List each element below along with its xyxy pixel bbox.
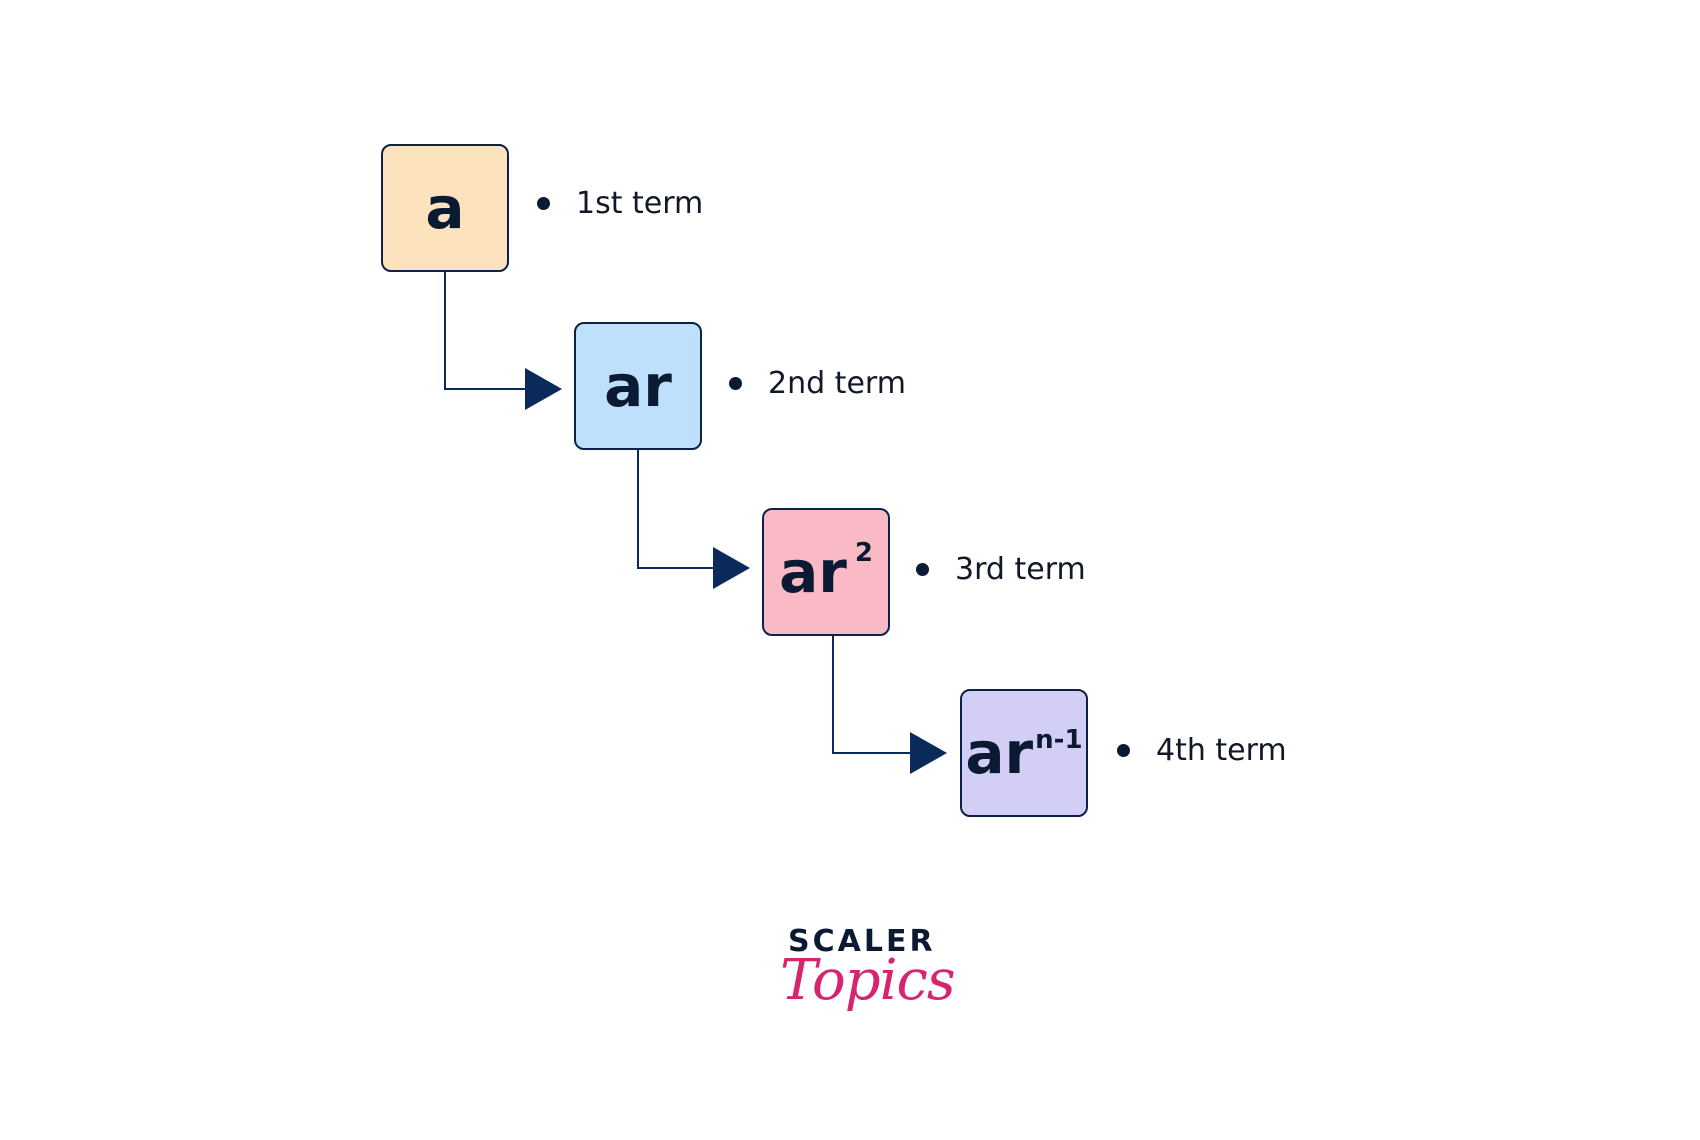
term-expression-exponent: n-1 — [1035, 725, 1083, 755]
bullet-icon — [1117, 744, 1130, 757]
term-box-2: ar — [574, 322, 702, 450]
term-expression-base: ar — [604, 352, 672, 420]
term-box-3: ar 2 — [762, 508, 890, 636]
brand-logo: SCALER Topics — [780, 924, 956, 1054]
bullet-icon — [916, 563, 929, 576]
connector-1-2 — [444, 272, 562, 410]
connector-line — [637, 450, 713, 569]
arrowhead-icon — [713, 547, 750, 589]
arrowhead-icon — [525, 368, 562, 410]
arrowhead-icon — [910, 732, 947, 774]
term-expression-exponent: 2 — [854, 538, 873, 568]
brand-logo-bottom: Topics — [780, 948, 956, 1013]
term-label: 3rd term — [955, 552, 1086, 587]
bullet-icon — [537, 197, 550, 210]
term-expression-base: ar — [779, 538, 847, 606]
term-expression-base: ar — [965, 719, 1034, 787]
term-label: 1st term — [576, 186, 704, 221]
term-box-1: a — [381, 144, 509, 272]
connector-line — [444, 272, 525, 390]
bullet-icon — [729, 377, 742, 390]
term-label: 4th term — [1156, 733, 1287, 768]
term-caption-3: 3rd term — [916, 552, 1086, 587]
term-caption-2: 2nd term — [729, 366, 906, 401]
term-box-4: ar n-1 — [960, 689, 1088, 817]
connector-2-3 — [637, 450, 750, 589]
term-caption-4: 4th term — [1117, 733, 1287, 768]
connector-line — [832, 636, 910, 754]
term-label: 2nd term — [768, 366, 906, 401]
brand-logo-top: SCALER — [788, 924, 936, 959]
connector-3-4 — [832, 636, 947, 774]
term-expression-base: a — [425, 174, 465, 242]
term-caption-1: 1st term — [537, 186, 703, 221]
